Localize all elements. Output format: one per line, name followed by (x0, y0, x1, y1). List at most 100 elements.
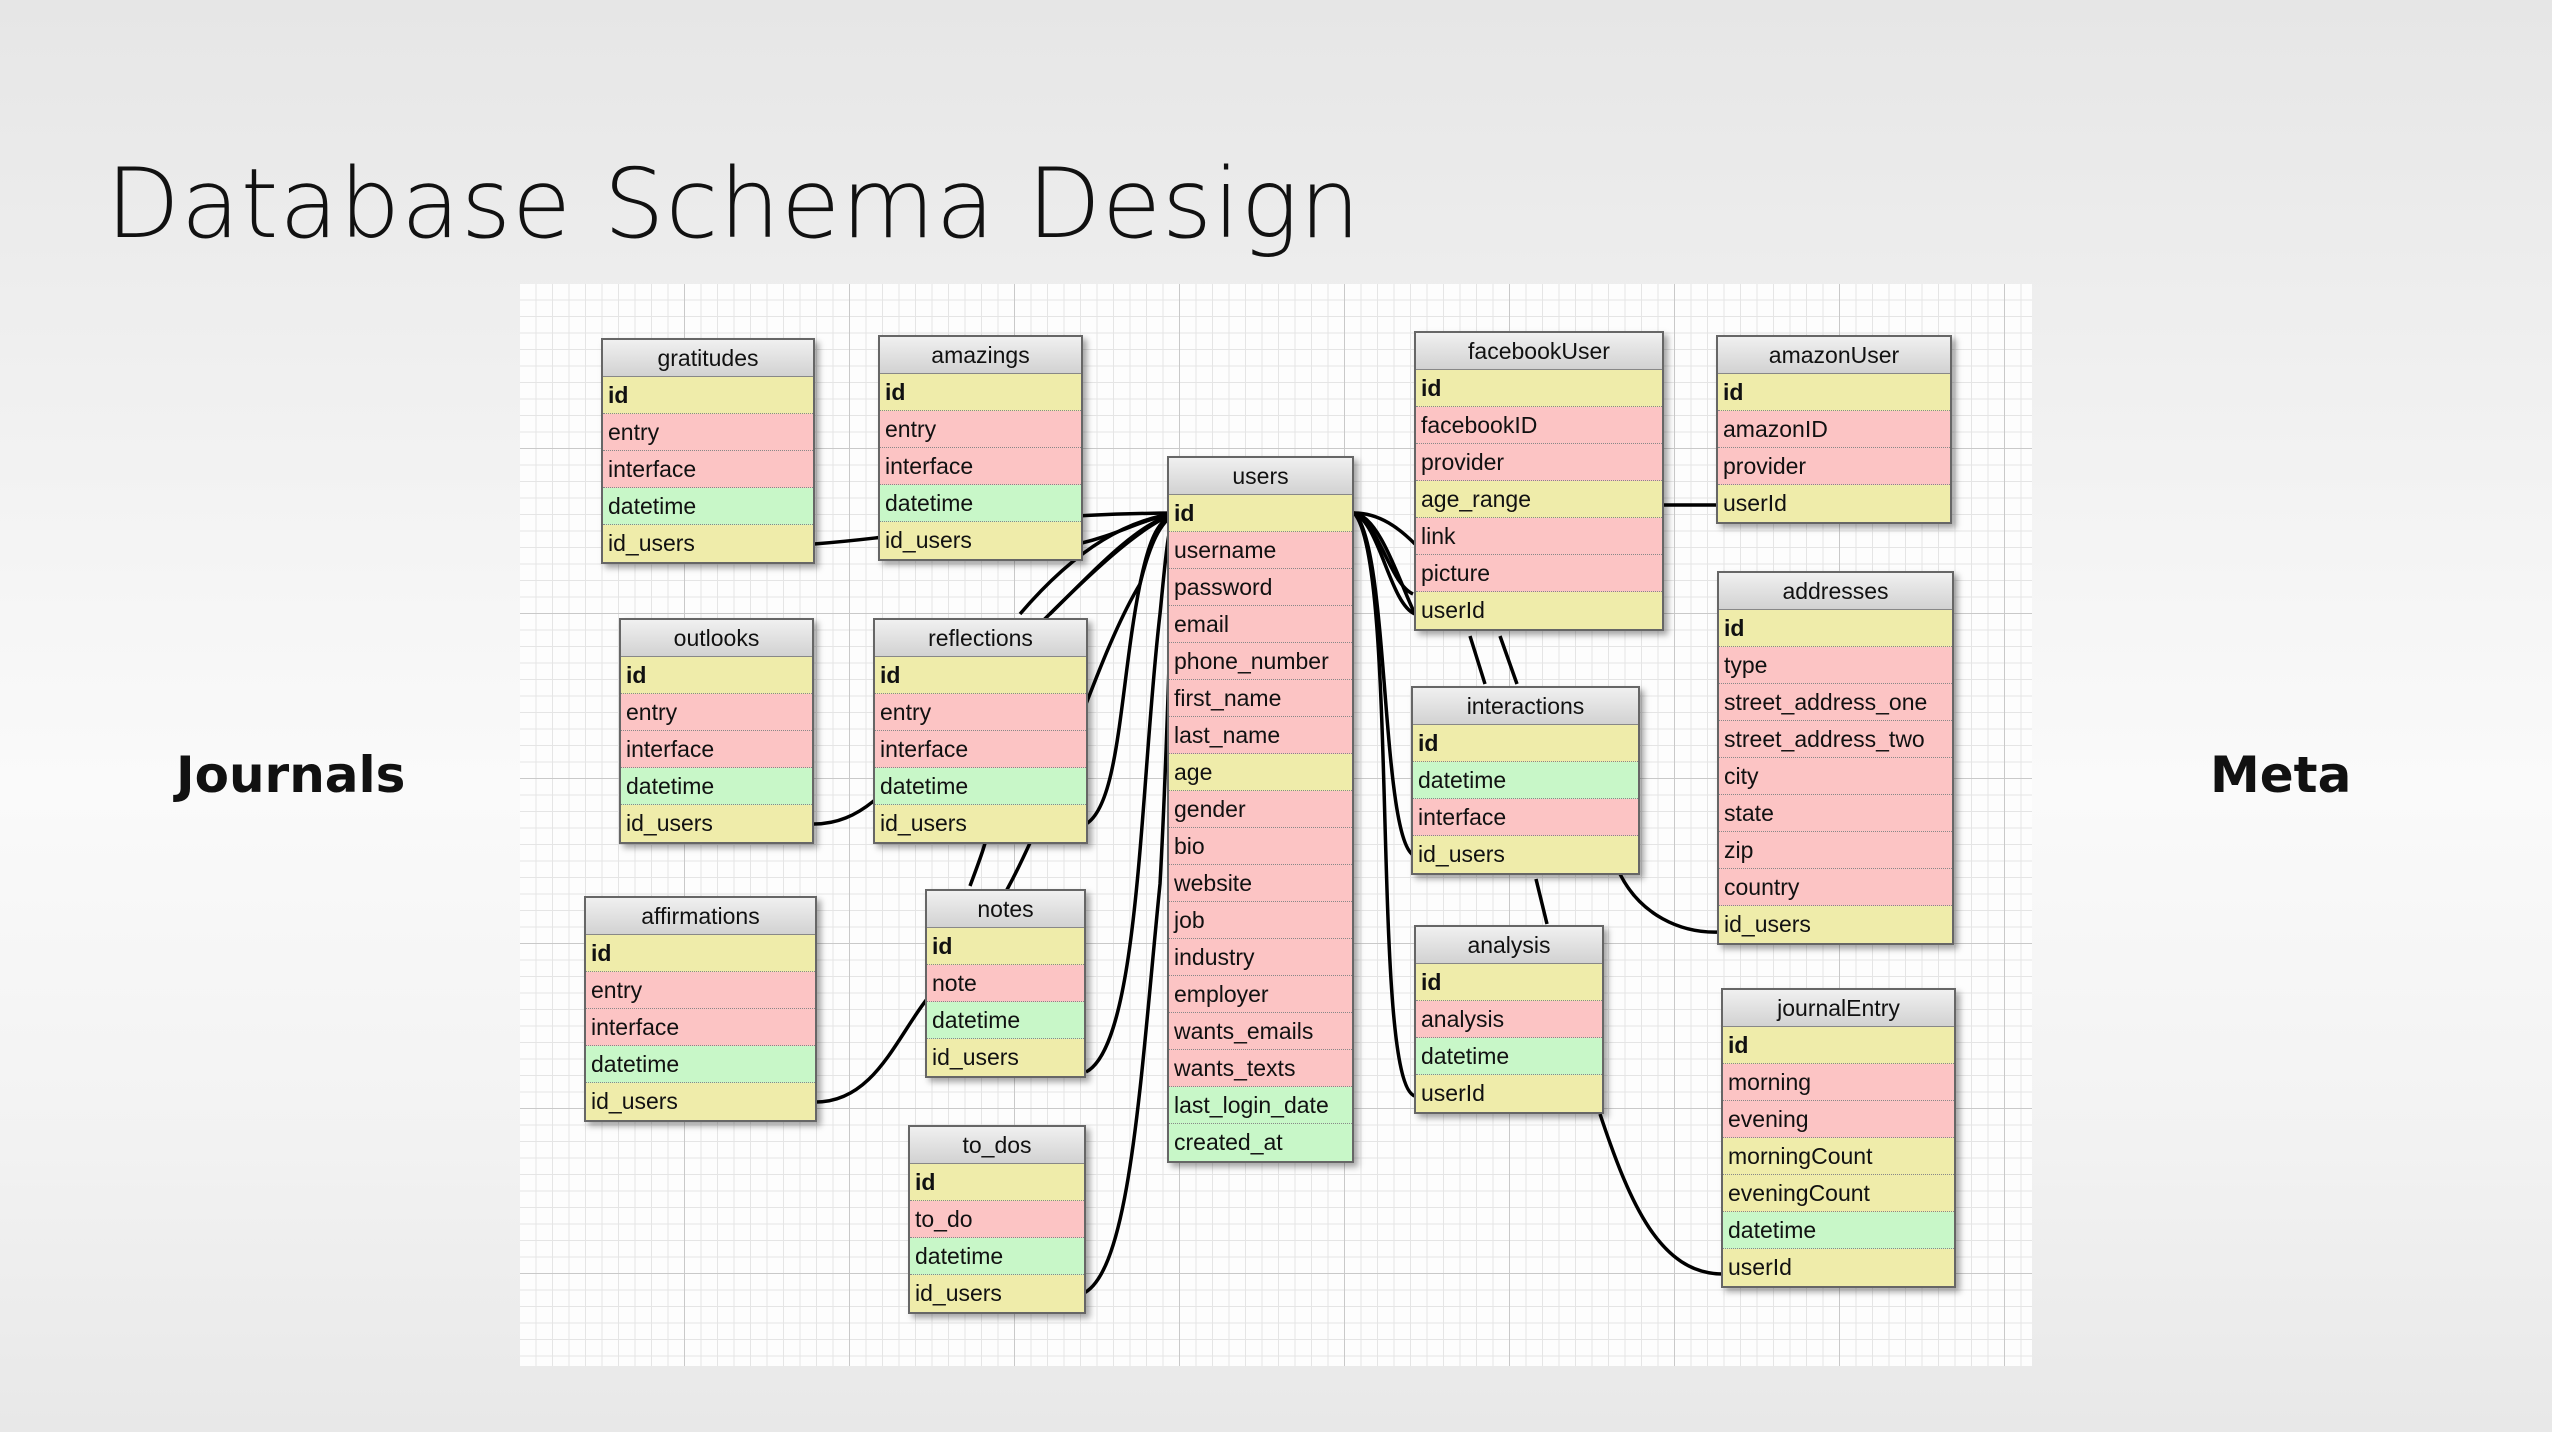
table-field: type (1719, 647, 1952, 684)
table-field: userId (1416, 1075, 1602, 1112)
table-field: datetime (621, 768, 812, 805)
primary-key-field: id (910, 1164, 1084, 1201)
table-header: affirmations (586, 898, 815, 935)
table-header: to_dos (910, 1127, 1084, 1164)
link-users-analysis (1352, 511, 1416, 1098)
link-facebook-interactions-a (1468, 635, 1487, 685)
table-field: datetime (586, 1046, 815, 1083)
table-field: userId (1723, 1249, 1954, 1286)
table-field: morning (1723, 1064, 1954, 1101)
link-interactions-analysis (1534, 878, 1549, 925)
table-field: datetime (1416, 1038, 1602, 1075)
table-field: created_at (1169, 1124, 1352, 1161)
table-header: users (1169, 458, 1352, 495)
table-field: entry (621, 694, 812, 731)
table-field: interface (621, 731, 812, 768)
table-field: id_users (880, 522, 1081, 559)
table-field: to_do (910, 1201, 1084, 1238)
table-header: interactions (1413, 688, 1638, 725)
table-field: employer (1169, 976, 1352, 1013)
table-field: state (1719, 795, 1952, 832)
table-field: datetime (927, 1002, 1084, 1039)
table-field: interface (880, 448, 1081, 485)
table-field: id_users (927, 1039, 1084, 1076)
table-field: id_users (586, 1083, 815, 1120)
table-field: provider (1718, 448, 1950, 485)
table-header: notes (927, 891, 1084, 928)
table-header: journalEntry (1723, 990, 1954, 1027)
table-field: street_address_one (1719, 684, 1952, 721)
table-field: zip (1719, 832, 1952, 869)
table-field: eveningCount (1723, 1175, 1954, 1212)
table-field: job (1169, 902, 1352, 939)
table-field: username (1169, 532, 1352, 569)
table-field: morningCount (1723, 1138, 1954, 1175)
table-field: country (1719, 869, 1952, 906)
primary-key-field: id (927, 928, 1084, 965)
primary-key-field: id (1169, 495, 1352, 532)
primary-key-field: id (875, 657, 1086, 694)
page-title: Database Schema Design (106, 148, 1362, 260)
table-field: datetime (875, 768, 1086, 805)
table-field: city (1719, 758, 1952, 795)
table-field: entry (603, 414, 813, 451)
table-field: id_users (603, 525, 813, 562)
link-reflections-users (1085, 511, 1177, 826)
table-field: last_name (1169, 717, 1352, 754)
link-facebook-interactions-b (1498, 635, 1519, 685)
table-header: outlooks (621, 620, 812, 657)
table-field: id_users (875, 805, 1086, 842)
table-field: interface (1413, 799, 1638, 836)
primary-key-field: id (1723, 1027, 1954, 1064)
table-header: facebookUser (1416, 333, 1662, 370)
table-header: gratitudes (603, 340, 813, 377)
table-field: note (927, 965, 1084, 1002)
table-field: age_range (1416, 481, 1662, 518)
table-field: entry (880, 411, 1081, 448)
primary-key-field: id (1416, 370, 1662, 407)
table-field: id_users (621, 805, 812, 842)
table-field: wants_texts (1169, 1050, 1352, 1087)
table-field: id_users (910, 1275, 1084, 1312)
table-field: evening (1723, 1101, 1954, 1138)
primary-key-field: id (1719, 610, 1952, 647)
table-field: password (1169, 569, 1352, 606)
table-field: bio (1169, 828, 1352, 865)
primary-key-field: id (1718, 374, 1950, 411)
primary-key-field: id (1416, 964, 1602, 1001)
table-field: picture (1416, 555, 1662, 592)
table-field: entry (586, 972, 815, 1009)
table-field: first_name (1169, 680, 1352, 717)
table-field: id_users (1413, 836, 1638, 873)
primary-key-field: id (621, 657, 812, 694)
table-field: website (1169, 865, 1352, 902)
link-reflections-top-a (1018, 511, 1177, 616)
table-field: street_address_two (1719, 721, 1952, 758)
table-field: userId (1718, 485, 1950, 522)
table-field: email (1169, 606, 1352, 643)
table-field: entry (875, 694, 1086, 731)
table-field: industry (1169, 939, 1352, 976)
primary-key-field: id (586, 935, 815, 972)
table-field: datetime (910, 1238, 1084, 1275)
table-field: datetime (1723, 1212, 1954, 1249)
table-field: wants_emails (1169, 1013, 1352, 1050)
table-field: interface (875, 731, 1086, 768)
table-field: datetime (880, 485, 1081, 522)
table-field: datetime (1413, 762, 1638, 799)
primary-key-field: id (603, 377, 813, 414)
